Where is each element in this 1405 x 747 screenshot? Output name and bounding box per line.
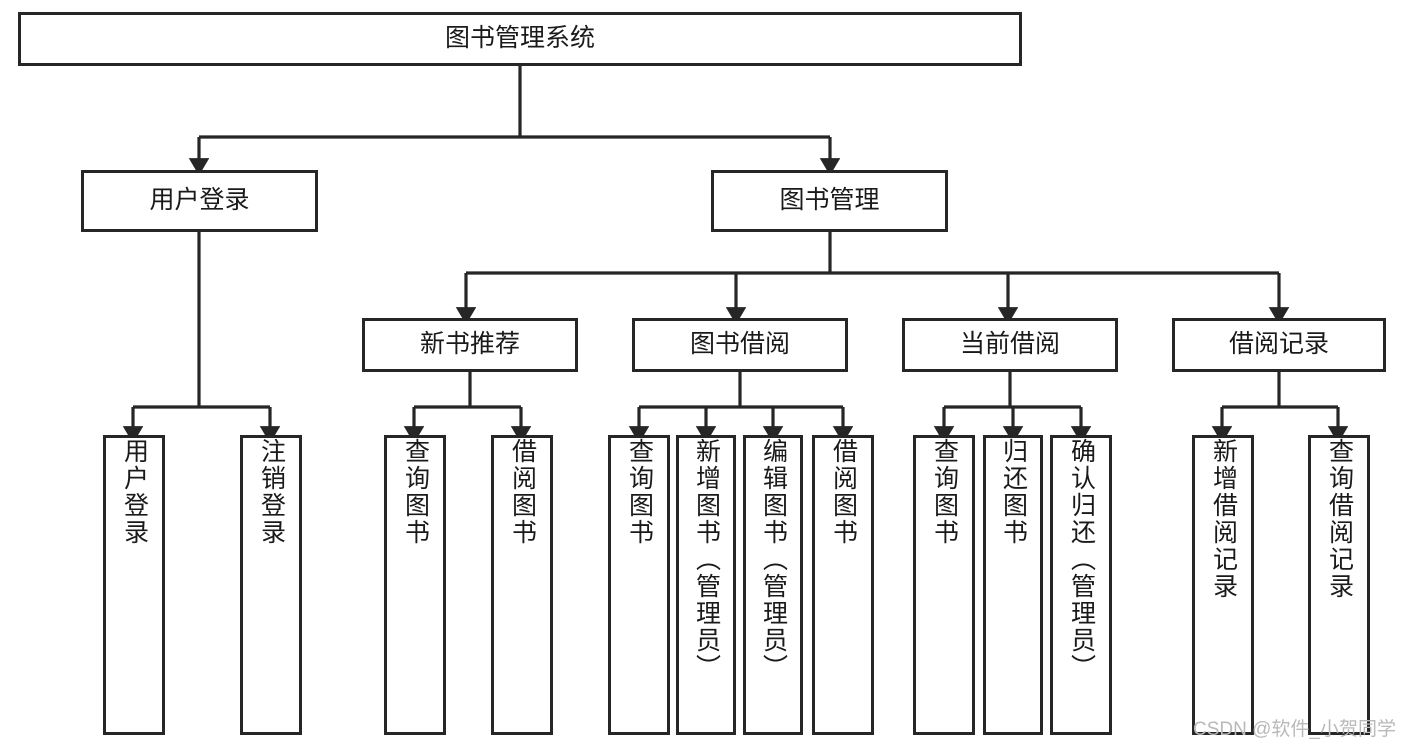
node-label: 查询借阅记录: [1325, 438, 1354, 600]
leaf-user-login-signout[interactable]: 注销登录: [240, 435, 302, 735]
leaf-borrow-borrow-book[interactable]: 借阅图书: [812, 435, 874, 735]
leaf-borrow-add-book[interactable]: 新增图书（管理员）: [676, 435, 736, 735]
node-label: 查询图书: [401, 438, 430, 546]
node-book-borrow[interactable]: 图书借阅: [632, 318, 848, 372]
node-label: 图书借阅: [689, 330, 790, 359]
node-label: 用户登录: [120, 438, 149, 546]
node-label: 借阅记录: [1228, 330, 1329, 359]
node-label: 编辑图书（管理员）: [759, 438, 788, 681]
node-label: 查询图书: [930, 438, 959, 546]
node-label: 借阅图书: [508, 438, 537, 546]
node-book-management[interactable]: 图书管理: [711, 170, 948, 232]
leaf-records-query-record[interactable]: 查询借阅记录: [1308, 435, 1370, 735]
node-borrow-records[interactable]: 借阅记录: [1172, 318, 1386, 372]
node-label: 新增借阅记录: [1209, 438, 1238, 600]
node-new-book-recommend[interactable]: 新书推荐: [362, 318, 578, 372]
node-user-login[interactable]: 用户登录: [81, 170, 318, 232]
leaf-newbook-query-book[interactable]: 查询图书: [384, 435, 446, 735]
leaf-current-query-book[interactable]: 查询图书: [913, 435, 975, 735]
node-label: 当前借阅: [959, 330, 1060, 359]
leaf-current-return-book[interactable]: 归还图书: [983, 435, 1043, 735]
node-label: 注销登录: [257, 438, 286, 546]
node-current-borrow[interactable]: 当前借阅: [902, 318, 1118, 372]
node-root-system[interactable]: 图书管理系统: [18, 12, 1022, 66]
node-label: 图书管理系统: [444, 24, 595, 53]
node-label: 确认归还（管理员）: [1067, 438, 1096, 681]
leaf-user-login-signin[interactable]: 用户登录: [103, 435, 165, 735]
node-label: 查询图书: [625, 438, 654, 546]
leaf-records-add-record[interactable]: 新增借阅记录: [1192, 435, 1254, 735]
leaf-borrow-edit-book[interactable]: 编辑图书（管理员）: [743, 435, 803, 735]
csdn-watermark: CSDN @软件_小贺同学: [1193, 719, 1396, 740]
node-label: 借阅图书: [829, 438, 858, 546]
node-label: 归还图书: [999, 438, 1028, 546]
leaf-newbook-borrow-book[interactable]: 借阅图书: [491, 435, 553, 735]
leaf-current-confirm-return[interactable]: 确认归还（管理员）: [1050, 435, 1112, 735]
node-label: 图书管理: [779, 186, 880, 215]
node-label: 用户登录: [149, 186, 250, 215]
node-label: 新增图书（管理员）: [692, 438, 721, 681]
node-label: 新书推荐: [419, 330, 520, 359]
leaf-borrow-query-book[interactable]: 查询图书: [608, 435, 670, 735]
